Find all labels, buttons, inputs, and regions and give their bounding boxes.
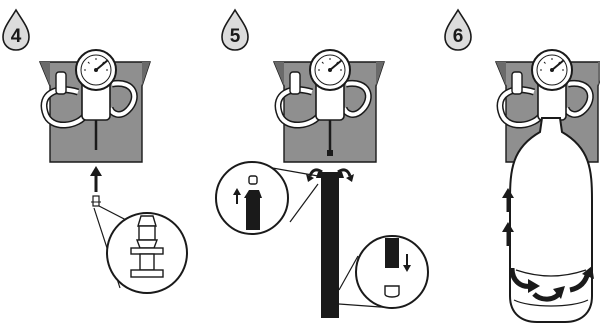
nozzle-small (91, 195, 101, 207)
regulator-unit (274, 50, 384, 162)
water-drop-icon: 6 (444, 9, 472, 51)
down-arrow-icon (403, 254, 411, 272)
magnifier-circle-icon (106, 212, 188, 294)
magnifier-circle-icon (215, 161, 289, 235)
magnifier-circle-icon (355, 235, 429, 309)
up-arrow-icon (502, 222, 514, 246)
water-drop-icon: 4 (2, 9, 30, 51)
rotate-arrow-icon (509, 266, 594, 302)
up-arrow-icon (502, 188, 514, 212)
step-number: 5 (230, 26, 241, 47)
step-4: 4 (2, 9, 188, 294)
step-5: 5 (215, 9, 429, 318)
step-number: 4 (11, 26, 22, 47)
up-arrow-icon (90, 166, 102, 192)
regulator-unit (40, 50, 150, 162)
bottle (509, 117, 593, 323)
water-drop-icon: 5 (221, 9, 249, 51)
up-arrow-icon (233, 188, 241, 204)
step-6: 6 (444, 9, 600, 323)
step-number: 6 (453, 26, 464, 47)
bottle-neck (316, 172, 344, 318)
